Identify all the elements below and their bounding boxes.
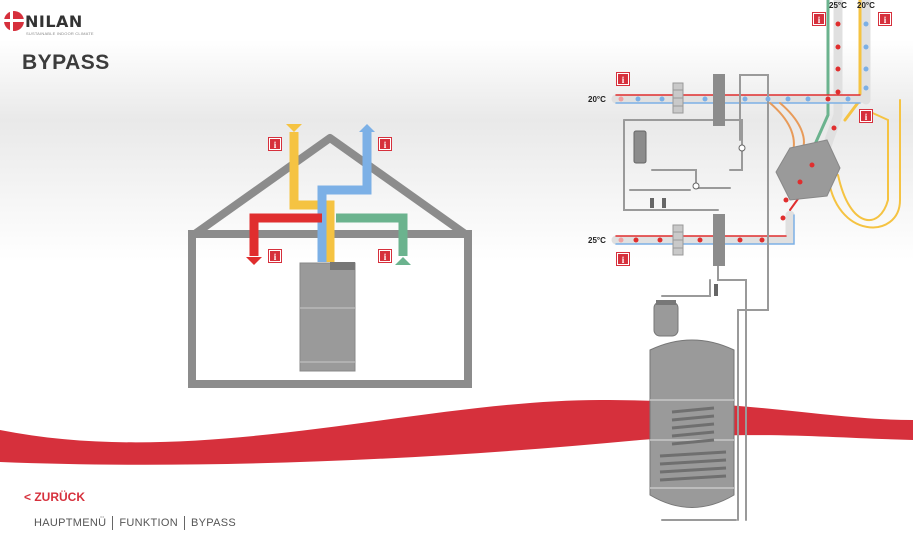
- breadcrumb-separator: [112, 516, 114, 530]
- info-button-outdoor-in[interactable]: i: [616, 72, 630, 86]
- nilan-logo: NILAN SUSTAINABLE INDOOR CLIMATE: [3, 6, 113, 36]
- back-button[interactable]: < ZURÜCK: [24, 490, 86, 504]
- breadcrumb: HAUPTMENÜ FUNKTION BYPASS: [34, 516, 236, 530]
- info-button-outdoor[interactable]: i: [378, 137, 392, 151]
- receiver: [633, 130, 647, 164]
- filter-top: [672, 82, 684, 114]
- danish-flag-icon: [4, 11, 24, 31]
- compressor: [653, 300, 679, 337]
- info-button-extract[interactable]: i: [268, 137, 282, 151]
- info-button-exhaust-out[interactable]: i: [616, 252, 630, 266]
- extract-arrow: [286, 124, 302, 132]
- heat-exchanger: [775, 139, 841, 201]
- info-button-top-left[interactable]: i: [812, 12, 826, 26]
- outdoor-arrow: [359, 124, 375, 132]
- breadcrumb-separator: [184, 516, 185, 530]
- temp-top-left: 25°C: [829, 1, 847, 10]
- temp-exhaust-out: 25°C: [588, 236, 606, 245]
- filter-bottom: [672, 224, 684, 256]
- exhaust-arrow: [395, 257, 411, 265]
- temp-top-right: 20°C: [857, 1, 875, 10]
- fan-top: [713, 74, 725, 126]
- flow-dots: [618, 21, 869, 243]
- breadcrumb-main-menu[interactable]: HAUPTMENÜ: [34, 517, 107, 529]
- supply-arrow: [246, 257, 262, 265]
- breadcrumb-bypass: BYPASS: [191, 517, 237, 529]
- page-title: BYPASS: [22, 51, 110, 74]
- decorative-wave: [0, 400, 913, 465]
- info-button-top-right[interactable]: i: [878, 12, 892, 26]
- info-button-supply[interactable]: i: [268, 249, 282, 263]
- temp-outdoor-in: 20°C: [588, 95, 606, 104]
- info-button-bypass-damper[interactable]: i: [859, 109, 873, 123]
- breadcrumb-function[interactable]: FUNKTION: [119, 517, 178, 529]
- house-ducts: [249, 132, 408, 262]
- info-button-exhaust[interactable]: i: [378, 249, 392, 263]
- water-tank: [649, 339, 735, 508]
- fan-bottom: [713, 214, 725, 266]
- brand-name: NILAN: [25, 12, 83, 31]
- house-unit: [299, 262, 356, 372]
- brand-tagline: SUSTAINABLE INDOOR CLIMATE: [26, 31, 94, 36]
